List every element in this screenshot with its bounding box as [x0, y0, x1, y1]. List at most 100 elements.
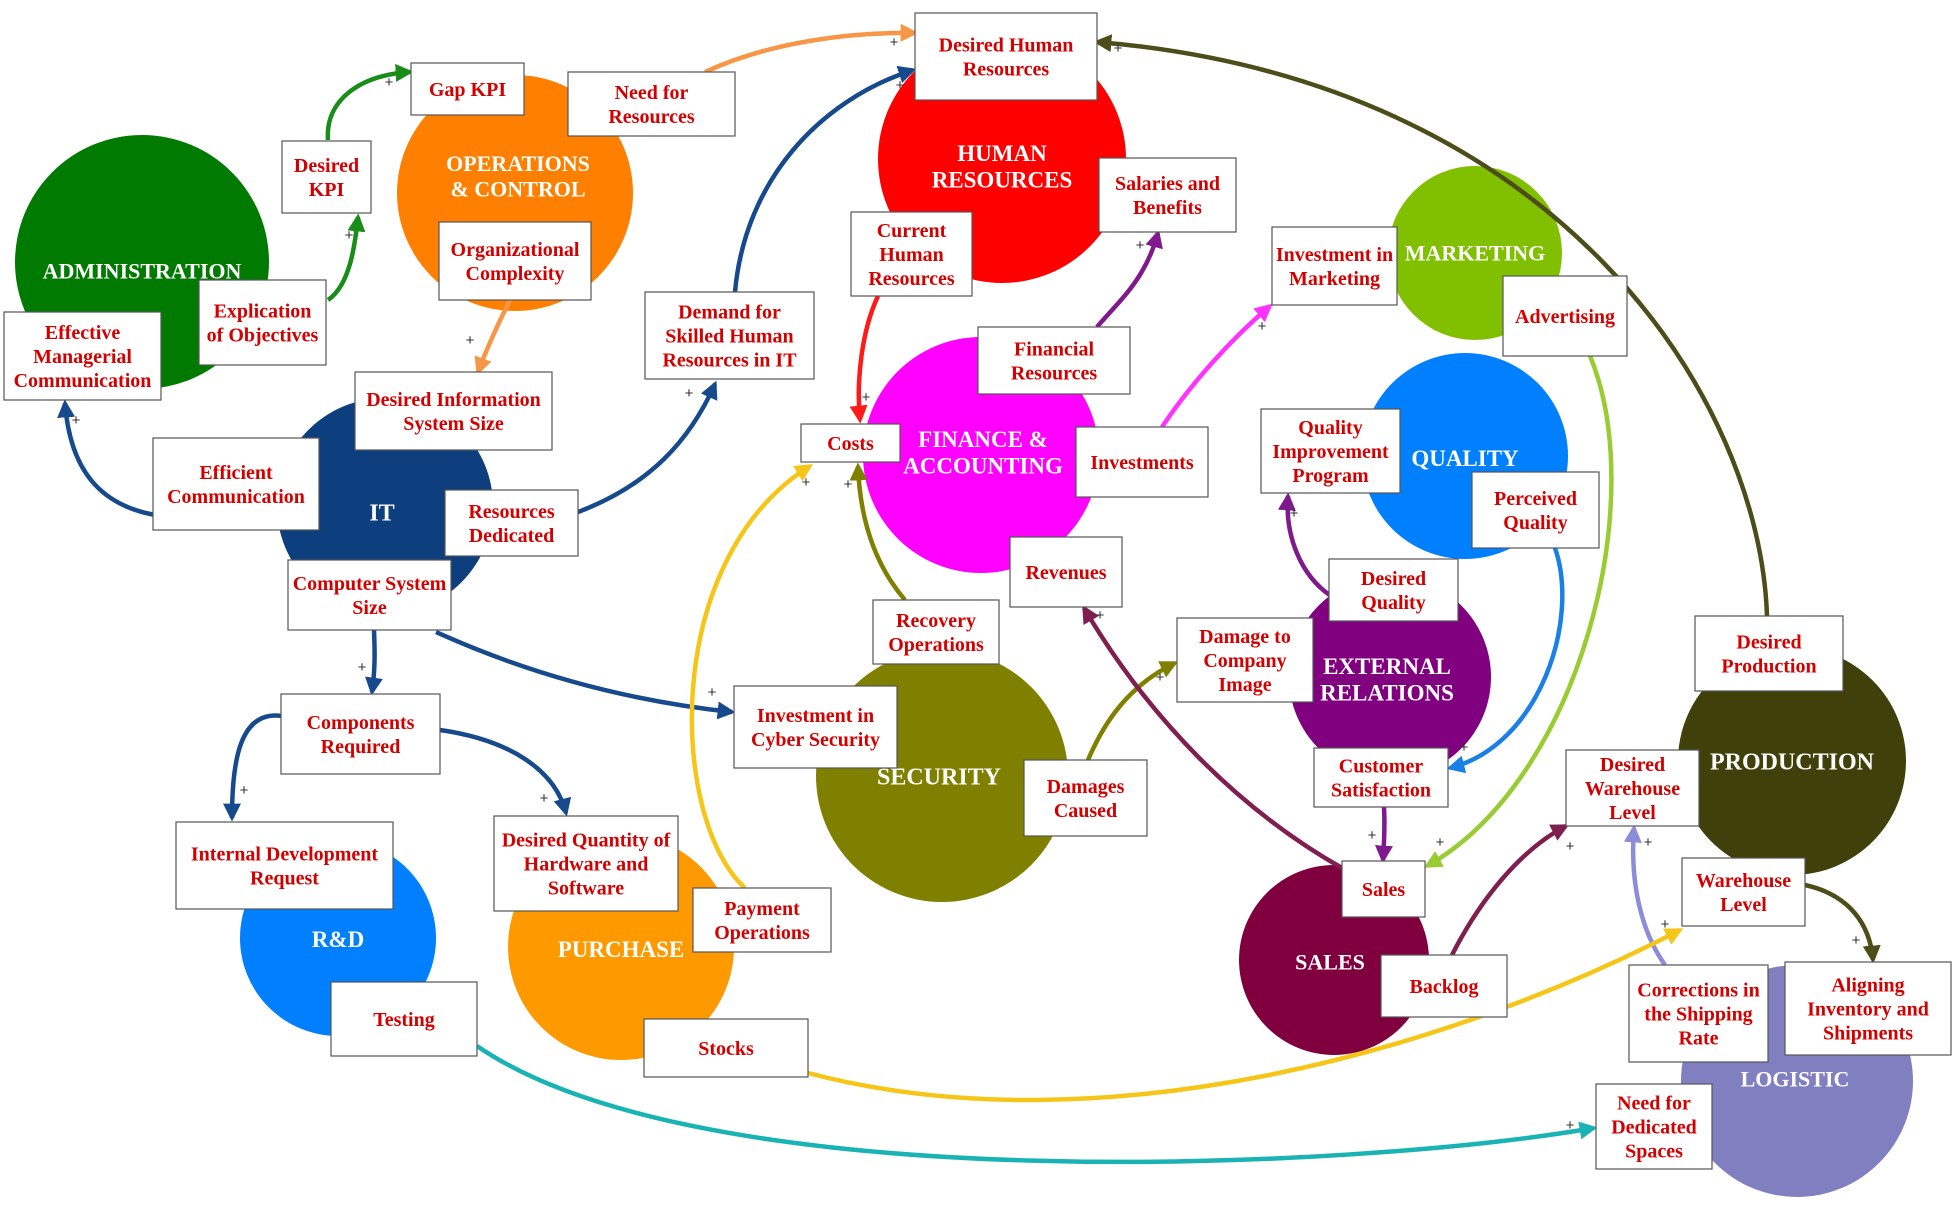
variable-label: Human	[879, 244, 943, 266]
variable-box	[914, 12, 1098, 101]
variable-label: Complexity	[466, 263, 565, 285]
link-compsize-components: +	[358, 629, 383, 696]
variable-label: Sales	[1362, 879, 1406, 901]
variable-label: Explication	[214, 301, 312, 323]
sector-label: ACCOUNTING	[903, 453, 1063, 478]
link-arrow	[325, 63, 414, 141]
link-demand-desiredhr: +	[732, 65, 917, 293]
sector-production: PRODUCTION	[1678, 647, 1906, 875]
variable-box	[1075, 426, 1209, 498]
variable-label: Corrections in	[1637, 980, 1759, 1002]
variable-label: Desired Quantity of	[502, 830, 671, 852]
variable-label: Skilled Human	[665, 326, 793, 348]
link-need-desiredhr: +	[704, 23, 919, 75]
link-arrow	[1160, 303, 1273, 429]
variable-box	[1009, 536, 1123, 608]
variable-box	[1595, 1083, 1713, 1170]
variable-label: Desired Information	[366, 389, 541, 411]
link-currenthr-costs: +	[849, 295, 881, 424]
variable-label: Satisfaction	[1331, 780, 1431, 802]
link-polarity: +	[345, 227, 354, 244]
variable-box	[872, 599, 1000, 665]
link-arrow	[1095, 229, 1163, 329]
sector-label: HUMAN	[957, 141, 1047, 166]
sector-label: LOGISTIC	[1741, 1067, 1850, 1092]
variable-label: Resources	[608, 106, 694, 128]
variable-box	[643, 1018, 809, 1078]
sector-label: OPERATIONS	[446, 151, 590, 176]
variable-label: Quality	[1298, 417, 1362, 439]
variable-label: Aligning	[1831, 975, 1904, 997]
variable-label: KPI	[309, 179, 345, 201]
variable-box	[977, 326, 1131, 395]
sector-circle	[1289, 576, 1491, 778]
variable-label: Desired Human	[939, 35, 1074, 57]
variable-label: Demand for	[678, 302, 781, 324]
link-arrow	[807, 928, 1684, 1103]
variable-label: Current	[877, 220, 947, 242]
link-desquality-qip: +	[1277, 492, 1333, 598]
link-arrow	[1093, 34, 1770, 617]
variable-label: Shipments	[1823, 1023, 1913, 1045]
variable-label: Quality	[1503, 512, 1567, 534]
variable-label: Hardware and	[524, 854, 649, 876]
sector-label: & CONTROL	[450, 176, 585, 201]
variable-label: Resources in IT	[662, 350, 797, 372]
link-arrow	[1623, 824, 1667, 967]
variable-label: Production	[1721, 656, 1816, 678]
variable-label: Customer	[1339, 756, 1424, 778]
variable-label: Resources	[468, 501, 554, 523]
variable-label: Resources	[868, 268, 954, 290]
variable-label: Resources	[963, 59, 1049, 81]
link-arrow	[475, 1044, 1598, 1165]
variable-label: Company	[1203, 650, 1286, 672]
variable-box	[152, 437, 320, 531]
link-polarity: +	[896, 77, 905, 94]
variable-box	[280, 693, 441, 775]
sector-label: FINANCE &	[918, 427, 1048, 452]
variable-label: Gap KPI	[429, 79, 506, 101]
variable-label: Perceived	[1494, 488, 1577, 510]
variable-label: Damage to	[1199, 626, 1291, 648]
link-polarity: +	[844, 476, 853, 493]
sector-label: EXTERNAL	[1323, 654, 1451, 679]
variable-label: Internal Development	[191, 844, 379, 866]
variable-label: Image	[1218, 674, 1271, 696]
variable-label: Managerial	[33, 346, 132, 368]
link-compsize-cyber: +	[435, 629, 736, 720]
links-layer: ++++++++++++++++++++++++++++	[57, 23, 1881, 1165]
variable-box	[1784, 961, 1952, 1056]
sector-label: RESOURCES	[932, 167, 1073, 192]
sector-label: SECURITY	[877, 764, 1001, 790]
variable-box	[644, 291, 815, 380]
link-arrow	[849, 462, 907, 602]
sector-label: QUALITY	[1411, 446, 1519, 471]
variable-label: Backlog	[1410, 976, 1479, 998]
variable-label: Program	[1292, 465, 1369, 487]
link-effcomm-effmgr: +	[57, 399, 156, 518]
variable-label: Communication	[14, 370, 152, 392]
link-polarity: +	[1258, 318, 1267, 335]
variable-stocks: Stocks	[643, 1018, 809, 1078]
variable-box	[1694, 615, 1844, 692]
sector-label: IT	[369, 500, 394, 526]
variable-label: Request	[250, 868, 319, 890]
variable-box	[1628, 964, 1769, 1063]
variable-sales: Sales	[1341, 860, 1426, 918]
variable-label: Efficient	[199, 462, 273, 484]
variable-label: the Shipping	[1644, 1004, 1752, 1026]
